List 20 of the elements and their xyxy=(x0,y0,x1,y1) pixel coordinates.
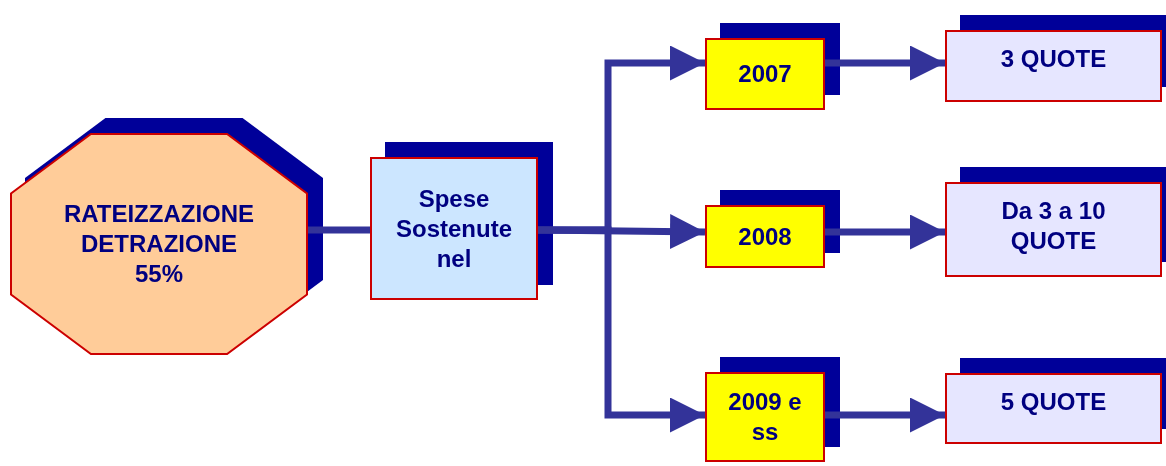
process-box xyxy=(370,157,538,300)
result-box xyxy=(945,30,1162,102)
node-label: Spese Sostenute nel xyxy=(395,183,513,274)
result-box xyxy=(945,182,1162,277)
connector-arrow xyxy=(825,214,945,250)
node-label: 2009 e ss xyxy=(727,387,803,447)
node-label: Da 3 a 10 QUOTE xyxy=(1000,196,1107,256)
node-label: 3 QUOTE xyxy=(999,44,1108,74)
node-label: 2008 xyxy=(737,221,793,252)
octagon-shape xyxy=(10,133,308,355)
connector-arrow xyxy=(538,226,705,433)
year-box xyxy=(705,38,825,110)
node-label: 5 QUOTE xyxy=(999,387,1108,417)
connector-arrow xyxy=(825,397,945,433)
result-box xyxy=(945,373,1162,444)
node-label: RATEIZZAZIONE DETRAZIONE 55% xyxy=(62,199,256,289)
year-box xyxy=(705,372,825,462)
node-label: 2007 xyxy=(737,59,793,89)
year-box xyxy=(705,205,825,268)
connector-arrow xyxy=(825,45,945,81)
